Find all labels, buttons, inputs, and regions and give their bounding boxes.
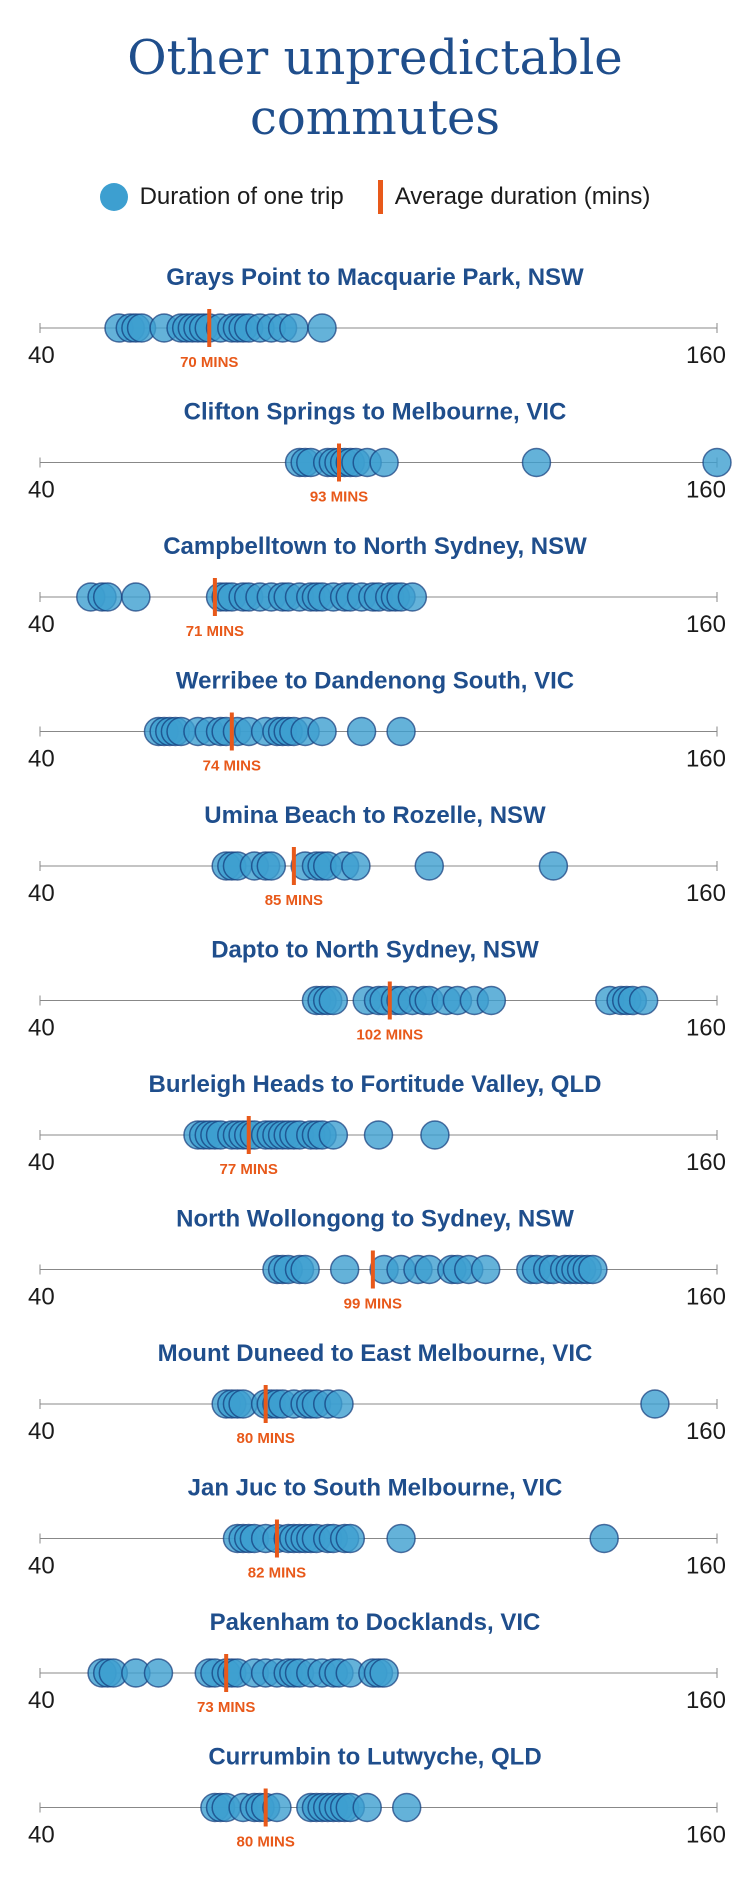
tick-label-min: 40 [28,1553,55,1580]
chart-title: Pakenham to Docklands, VIC [210,1609,541,1636]
tick-label-max: 160 [686,611,726,638]
legend: Duration of one trip Average duration (m… [0,180,750,214]
page-title-line-1: Other unpredictable [127,30,623,86]
chart-title: Dapto to North Sydney, NSW [211,937,539,964]
trip-dot [363,1120,394,1150]
trip-dot [121,582,151,612]
trip-dot [352,1792,382,1823]
page-title-line-2: commutes [249,90,501,146]
chart-title: Umina Beach to Rozelle, NSW [204,802,546,829]
trip-dot [143,1658,174,1688]
trip-dot [318,1120,349,1150]
trip-dot [702,447,732,478]
tick-label-max: 160 [686,746,726,773]
tick-label-max: 160 [686,1418,726,1445]
trip-dot [414,851,445,881]
tick-label-max: 160 [686,880,726,907]
tick-label-max: 160 [686,1687,726,1714]
page-title: Other unpredictable commutes [0,28,750,148]
trip-dot [279,313,309,343]
trip-dot [307,716,337,747]
legend-average-label: Average duration (mins) [394,183,651,210]
average-label: 82 MINS [248,1565,306,1582]
trip-dot [386,716,416,747]
chart-title: Grays Point to Macquarie Park, NSW [166,264,584,291]
trip-dot [521,447,552,478]
trip-dot [262,1792,292,1823]
dot-legend-icon [99,183,128,211]
average-label: 71 MINS [186,623,244,640]
chart-title: Jan Juc to South Melbourne, VIC [188,1475,563,1502]
tick-label-min: 40 [28,746,55,773]
tick-label-min: 40 [28,477,55,504]
trip-dot [335,1523,366,1554]
trip-dot [420,1120,450,1150]
trip-dot [386,1523,416,1554]
tick-label-max: 160 [686,1284,726,1311]
tick-label-min: 40 [28,1418,55,1445]
average-label: 70 MINS [180,354,238,371]
trip-dot [628,985,659,1016]
trip-dot [397,582,428,612]
average-label: 85 MINS [265,892,323,909]
chart-title: Currumbin to Lutwyche, QLD [208,1744,541,1771]
tick-label-max: 160 [686,477,726,504]
trip-dot [476,985,507,1016]
tick-label-max: 160 [686,1822,726,1849]
trip-dot [318,985,349,1016]
trip-dot [470,1254,501,1285]
legend-dot-label: Duration of one trip [139,183,344,210]
chart-title: Clifton Springs to Melbourne, VIC [184,399,567,426]
average-label: 99 MINS [344,1296,402,1313]
average-label: 77 MINS [220,1161,278,1178]
average-label: 80 MINS [236,1430,294,1447]
average-label: 73 MINS [197,1699,255,1716]
tick-label-min: 40 [28,1284,55,1311]
chart-title: North Wollongong to Sydney, NSW [176,1206,574,1233]
chart-title: Burleigh Heads to Fortitude Valley, QLD [149,1071,602,1098]
trip-dot [290,1254,320,1285]
trip-dot [391,1792,422,1823]
trip-dot [329,1254,360,1285]
trip-dot [307,313,337,343]
trip-dot [256,851,287,881]
average-bar-legend-icon [377,180,383,214]
trip-dot [341,851,371,881]
chart-title: Werribee to Dandenong South, VIC [176,668,574,695]
trip-dot [369,447,399,478]
trip-dot [538,851,569,881]
trip-dot [589,1523,619,1554]
tick-label-min: 40 [28,1687,55,1714]
tick-label-max: 160 [686,1015,726,1042]
average-label: 102 MINS [356,1027,423,1044]
trip-dot [578,1254,608,1285]
tick-label-max: 160 [686,1553,726,1580]
tick-label-min: 40 [28,1822,55,1849]
tick-label-min: 40 [28,1015,55,1042]
tick-label-max: 160 [686,342,726,369]
tick-label-min: 40 [28,1149,55,1176]
tick-label-min: 40 [28,880,55,907]
trip-dot [92,582,123,612]
trip-dot [369,1658,399,1688]
tick-label-min: 40 [28,342,55,369]
trip-dot [324,1389,354,1419]
chart-title: Campbelltown to North Sydney, NSW [163,533,587,560]
average-label: 80 MINS [236,1834,294,1851]
trip-dot [346,716,377,747]
trip-dot [640,1389,670,1419]
average-label: 93 MINS [310,489,368,506]
tick-label-min: 40 [28,611,55,638]
chart-title: Mount Duneed to East Melbourne, VIC [158,1340,593,1367]
average-label: 74 MINS [203,758,261,775]
tick-label-max: 160 [686,1149,726,1176]
